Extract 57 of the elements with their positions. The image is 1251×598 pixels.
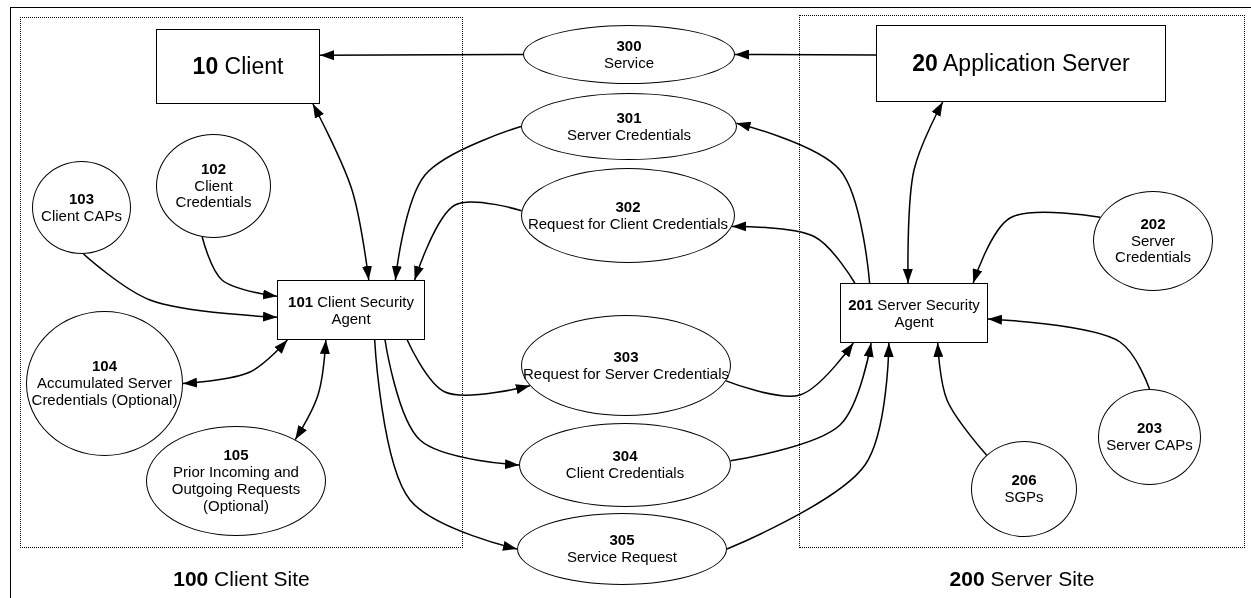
reference-number: 305 (609, 532, 635, 549)
ellipse-label: Server Credentials (1114, 232, 1192, 267)
ellipse-label: Server Credentials (566, 126, 692, 144)
arrow (294, 339, 330, 441)
arrow (933, 342, 988, 456)
arrow (734, 49, 877, 60)
arrow (384, 339, 520, 470)
reference-number: 202 (1140, 215, 1166, 233)
reference-number: 203 (1137, 420, 1162, 437)
reference-number: 304 (612, 448, 638, 465)
ellipse-label: Client CAPs (41, 207, 122, 225)
ellipse-label: Service (604, 54, 654, 72)
region-heading: 100 Client Site (172, 567, 311, 591)
reference-number: 104 (92, 358, 117, 376)
arrow (182, 339, 289, 388)
arrow (201, 236, 278, 300)
reference-number: 303 (613, 348, 639, 366)
ellipse-label: Server CAPs (1106, 437, 1193, 454)
arrow (413, 201, 523, 281)
reference-number: 302 (615, 198, 641, 216)
box-label: 10 Client (192, 53, 284, 80)
box-label: 201 Server Security Agent (847, 295, 981, 331)
reference-number: 103 (69, 190, 94, 208)
arrow (902, 101, 944, 284)
arrow (729, 342, 874, 462)
ellipse-label: Prior Incoming and Outgoing Requests (Optional) (170, 464, 302, 515)
process-box (876, 25, 1166, 102)
ellipse-label: Request for Client Credentials (527, 215, 729, 233)
arrow (731, 221, 856, 284)
ellipse-label: SGPs (1004, 489, 1044, 506)
arrow (82, 253, 278, 322)
arrow (735, 121, 871, 284)
arrow (725, 342, 855, 397)
ellipse-label: Accumulated Server Credentials (Optional) (30, 375, 179, 409)
arrow (987, 314, 1151, 390)
reference-number: 301 (616, 109, 642, 127)
arrow (319, 50, 524, 61)
ellipse-label: Service Request (566, 549, 678, 566)
box-label: 101 Client Security Agent (287, 292, 415, 328)
arrow (392, 125, 522, 281)
reference-number: 206 (1011, 472, 1037, 489)
ellipse-label: Client Credentials (565, 465, 685, 482)
process-box (156, 29, 320, 104)
process-box (277, 280, 425, 340)
arrow (312, 103, 372, 281)
reference-number: 105 (223, 447, 249, 465)
arrow (373, 339, 518, 551)
arrow (406, 339, 531, 396)
ellipse-label: Client Credentials (174, 177, 253, 212)
arrow (726, 342, 894, 550)
ellipse-label: Request for Server Credentials (523, 365, 729, 383)
box-label: 20 Application Server (912, 50, 1130, 77)
reference-number: 102 (201, 160, 226, 178)
region-heading: 200 Server Site (948, 567, 1096, 591)
process-box (840, 283, 988, 343)
arrow (972, 211, 1101, 284)
reference-number: 300 (616, 37, 642, 55)
